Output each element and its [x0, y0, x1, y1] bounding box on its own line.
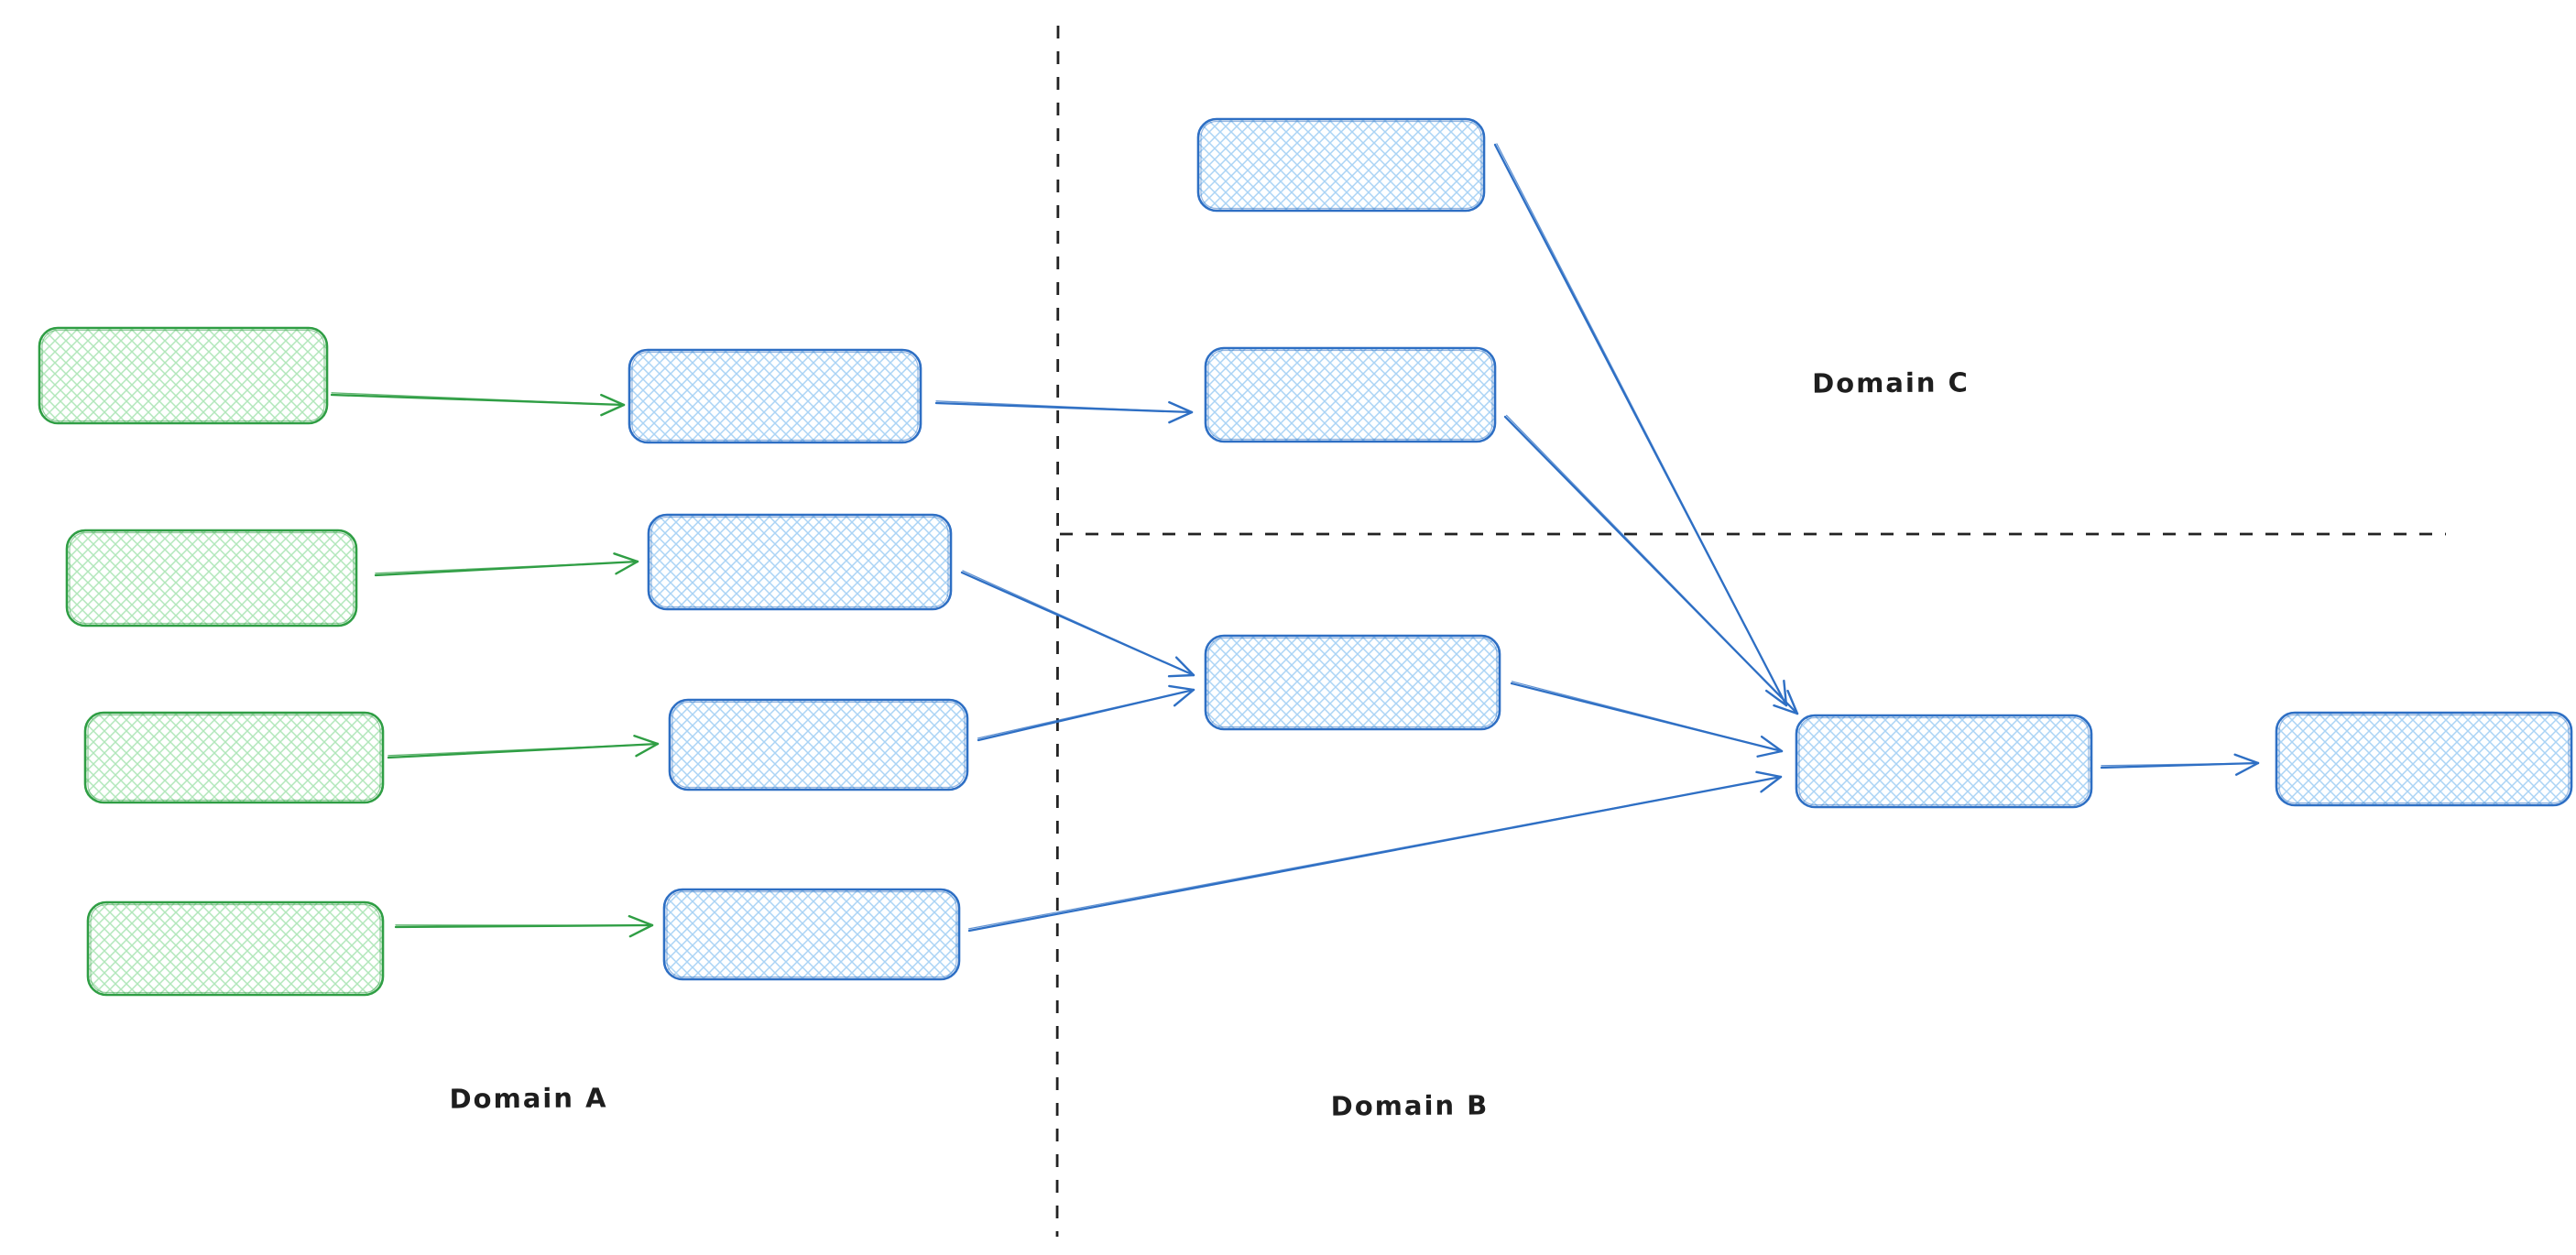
- divider-vertical-a-bc[interactable]: [1055, 25, 1060, 1238]
- node-a-src-3[interactable]: [83, 711, 385, 804]
- arrow-a-mid-3_b-merge[interactable]: [977, 684, 1195, 742]
- arrow-a-mid-4_b-hub[interactable]: [967, 770, 1783, 933]
- label-domain-b[interactable]: Domain B: [1330, 1089, 1490, 1122]
- node-a-mid-1[interactable]: [628, 348, 922, 444]
- node-b-hub[interactable]: [1795, 714, 2093, 809]
- node-b-end[interactable]: [2275, 711, 2573, 807]
- node-b-merge[interactable]: [1204, 634, 1501, 731]
- node-c-top[interactable]: [1196, 117, 1486, 213]
- arrow-a-src-3_a-mid-3[interactable]: [387, 735, 660, 759]
- label-domain-c[interactable]: Domain C: [1812, 366, 1970, 399]
- node-a-mid-2[interactable]: [647, 513, 953, 611]
- arrow-a-src-1_a-mid-1[interactable]: [330, 392, 626, 417]
- arrow-a-mid-2_b-merge[interactable]: [960, 570, 1195, 678]
- label-domain-a[interactable]: Domain A: [449, 1082, 608, 1115]
- arrow-c-mid_b-hub[interactable]: [1503, 414, 1799, 715]
- arrow-c-top_b-hub[interactable]: [1493, 143, 1788, 707]
- node-c-mid[interactable]: [1204, 346, 1497, 443]
- node-a-mid-4[interactable]: [662, 888, 961, 981]
- node-a-mid-3[interactable]: [668, 698, 969, 791]
- arrow-a-src-4_a-mid-4[interactable]: [394, 914, 654, 938]
- arrow-a-mid-1_c-mid[interactable]: [934, 400, 1194, 424]
- node-a-src-1[interactable]: [38, 326, 329, 425]
- arrow-b-merge_b-hub[interactable]: [1510, 681, 1784, 758]
- node-a-src-2[interactable]: [65, 529, 358, 628]
- arrow-b-hub_b-end[interactable]: [2100, 753, 2260, 776]
- arrow-a-src-2_a-mid-2[interactable]: [374, 552, 639, 577]
- node-a-src-4[interactable]: [86, 900, 385, 997]
